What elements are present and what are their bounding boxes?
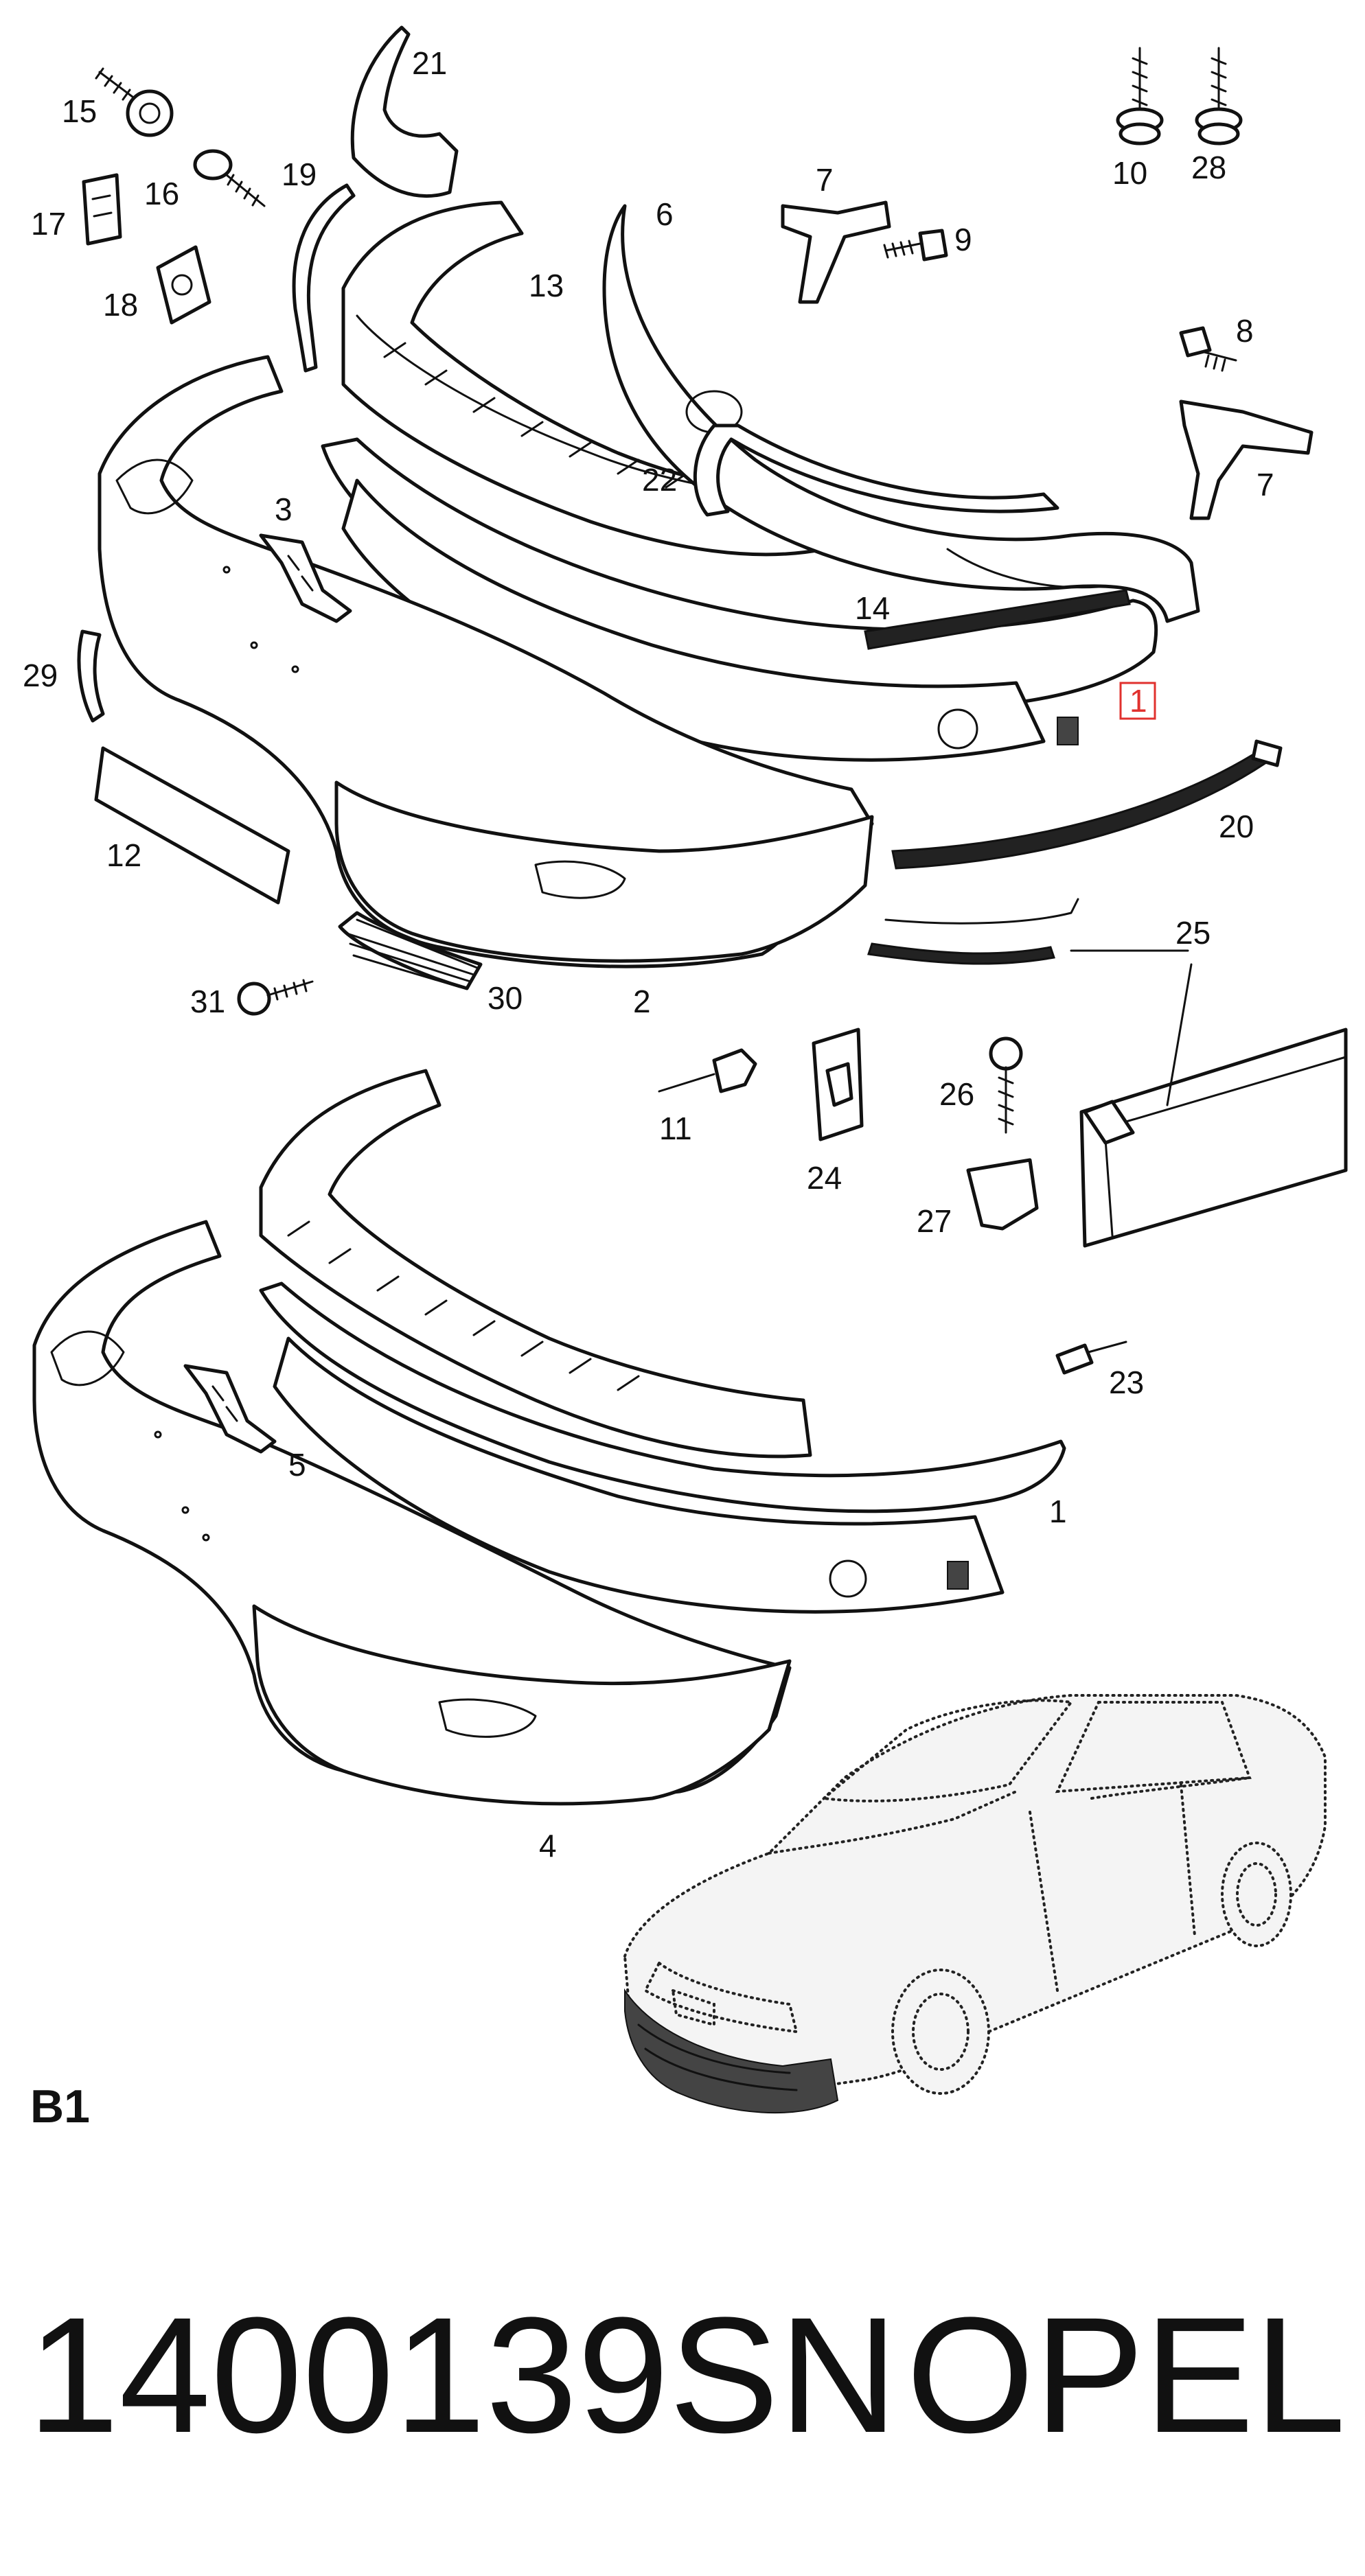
bracket-3-part — [259, 533, 352, 623]
callout-23: 23 — [1109, 1365, 1144, 1400]
strip-25-part — [867, 898, 1079, 965]
plate-12-part — [94, 746, 290, 905]
part-number: 1400139SN — [27, 2283, 898, 2467]
callout-17: 17 — [31, 206, 66, 242]
carrier-lower-part — [259, 1069, 812, 1459]
callout-31: 31 — [190, 984, 225, 1019]
screw-31-part — [237, 979, 314, 1016]
callout-15: 15 — [62, 93, 97, 129]
callout-1-lower: 1 — [1049, 1494, 1067, 1529]
trim-strip-19-part — [292, 183, 356, 373]
bracket-7-right-part — [1179, 399, 1314, 520]
screw-15-part — [95, 67, 174, 137]
callout-20: 20 — [1219, 809, 1254, 844]
cover-6-part — [602, 204, 1200, 623]
rivet-23-part — [1055, 1341, 1127, 1375]
callout-13: 13 — [529, 268, 564, 303]
callout-18: 18 — [103, 287, 138, 323]
callout-16: 16 — [144, 176, 179, 211]
callout-1-highlighted: 1 — [1129, 683, 1147, 719]
callout-29: 29 — [23, 658, 58, 693]
footer: 1400139SN OPEL — [27, 2272, 1346, 2478]
pin-11-part — [658, 1048, 757, 1093]
carrier-13-part — [341, 200, 826, 557]
clip-17-part — [82, 173, 122, 246]
bolt-9-part — [883, 229, 948, 262]
bumper-cover-2-part — [98, 355, 874, 968]
seal-strip-20-end-part — [1251, 739, 1283, 767]
callout-26: 26 — [939, 1076, 974, 1112]
callout-4: 4 — [539, 1828, 557, 1864]
callout-22: 22 — [642, 462, 677, 498]
leader-line-25 — [1070, 949, 1193, 1106]
callout-25: 25 — [1175, 915, 1211, 951]
screw-16-part — [193, 149, 266, 207]
callout-28: 28 — [1191, 150, 1226, 185]
callout-6: 6 — [656, 196, 674, 232]
callout-19: 19 — [282, 156, 317, 192]
callout-9: 9 — [954, 222, 972, 257]
car-locator-illustration — [623, 1694, 1327, 2114]
callout-1-highlight-box — [1119, 682, 1156, 720]
clip-24-part — [812, 1028, 864, 1141]
bumper-cover-1-lower-part — [259, 1281, 1066, 1614]
bracket-22-part — [693, 423, 1059, 517]
callout-8: 8 — [1236, 313, 1254, 349]
callout-14: 14 — [855, 590, 890, 626]
callout-2: 2 — [633, 984, 651, 1019]
screw-10-part — [1116, 47, 1164, 146]
bumper-cover-4-part — [32, 1220, 792, 1806]
brand-name: OPEL — [906, 2283, 1346, 2467]
section-code: B1 — [30, 2080, 90, 2133]
callout-30: 30 — [488, 980, 523, 1016]
callout-24: 24 — [807, 1160, 842, 1196]
bracket-21-part — [350, 25, 459, 198]
grille-30-part — [338, 911, 483, 990]
screw-26-part — [989, 1036, 1023, 1134]
profile-25-part — [1079, 1028, 1348, 1248]
callout-5: 5 — [288, 1447, 306, 1483]
callout-3: 3 — [275, 491, 292, 527]
trim-14-part — [864, 589, 1131, 650]
callout-10: 10 — [1112, 155, 1147, 191]
nut-plate-18-part — [156, 245, 211, 325]
callout-12: 12 — [106, 837, 141, 873]
bracket-5-part — [183, 1364, 277, 1454]
screw-28-part — [1195, 47, 1243, 146]
bracket-7-part — [781, 200, 891, 304]
callout-7-right: 7 — [1257, 467, 1274, 502]
bolt-8-part — [1179, 326, 1237, 372]
clip-27-part — [966, 1158, 1039, 1231]
clip-29-part — [77, 629, 105, 723]
callout-27: 27 — [917, 1203, 952, 1239]
callout-21: 21 — [412, 45, 447, 81]
callout-7: 7 — [816, 162, 834, 198]
callout-11: 11 — [659, 1111, 692, 1146]
